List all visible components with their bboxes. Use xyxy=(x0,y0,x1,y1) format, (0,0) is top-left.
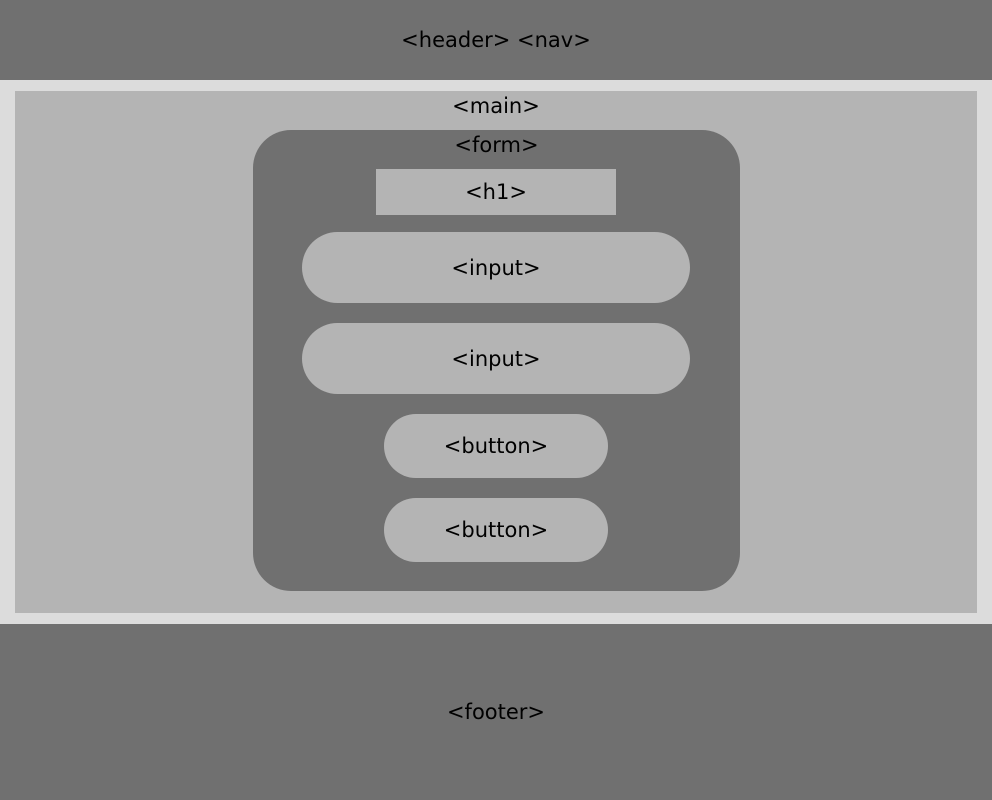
button-label-2: <button> xyxy=(443,518,549,542)
input-label-1: <input> xyxy=(451,255,541,280)
form-block: <form> <h1> <input> <input> <button> <bu… xyxy=(253,130,740,591)
button-block-2: <button> xyxy=(384,498,608,562)
h1-label: <h1> xyxy=(465,180,527,204)
input-label-2: <input> xyxy=(451,346,541,371)
input-block-2: <input> xyxy=(302,323,690,394)
header-label: <header> <nav> xyxy=(401,28,591,52)
main-block: <main> <form> <h1> <input> <input> <butt… xyxy=(15,91,977,613)
footer-label: <footer> xyxy=(446,700,546,724)
header-block: <header> <nav> xyxy=(0,0,992,80)
footer-block: <footer> xyxy=(0,624,992,800)
main-label: <main> xyxy=(452,94,540,118)
h1-block: <h1> xyxy=(376,169,616,215)
button-block-1: <button> xyxy=(384,414,608,478)
input-block-1: <input> xyxy=(302,232,690,303)
form-label: <form> xyxy=(454,133,539,157)
button-label-1: <button> xyxy=(443,434,549,458)
